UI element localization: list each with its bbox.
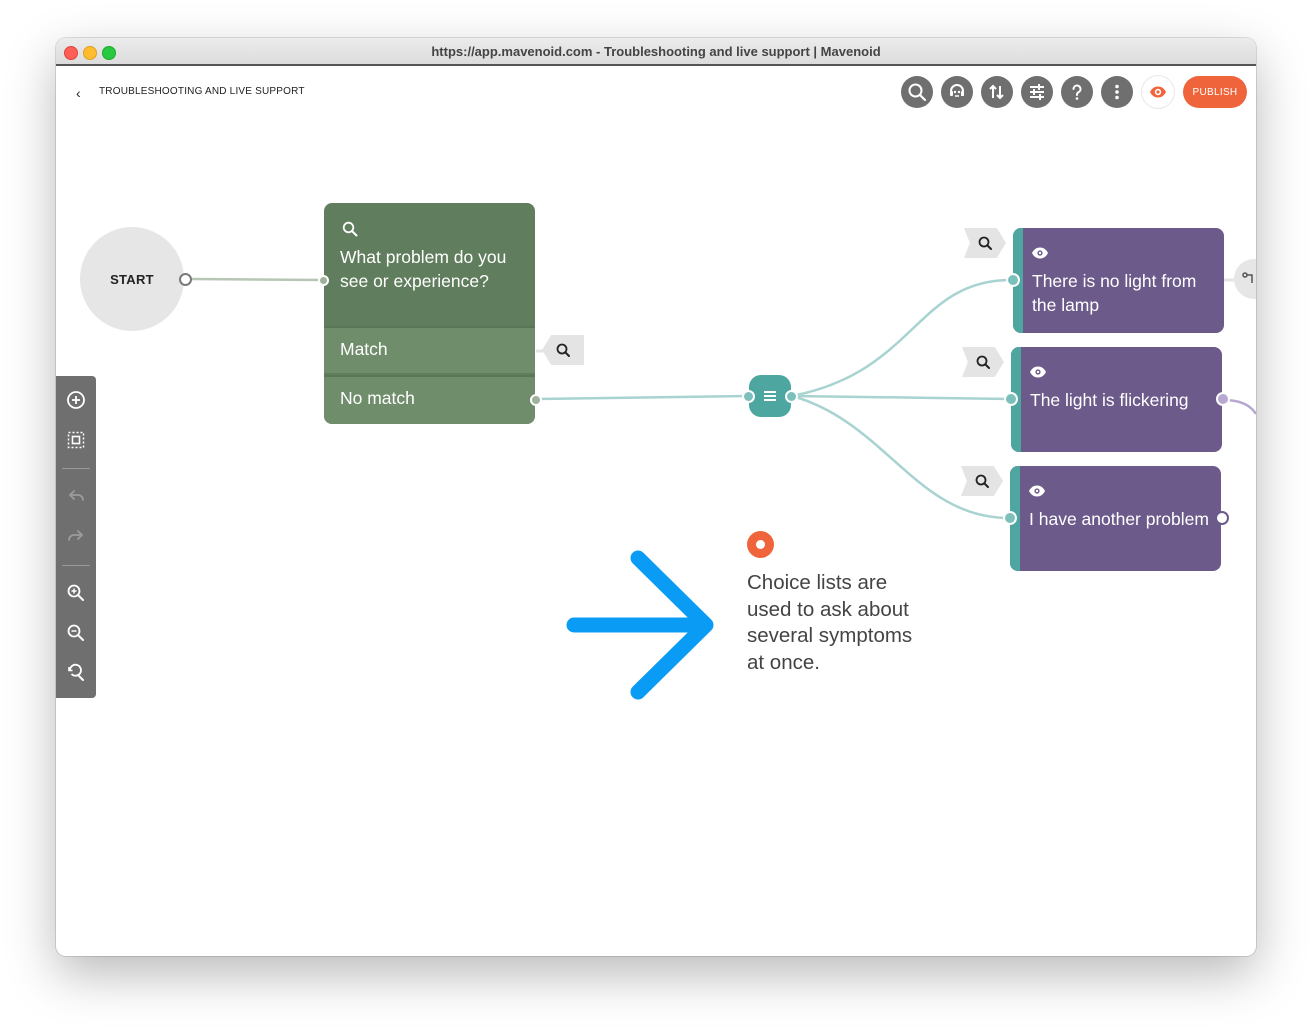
help-button[interactable]	[1061, 76, 1093, 108]
edge-hub-choice-3	[791, 394, 1010, 520]
zoom-out-button[interactable]	[64, 621, 88, 645]
minimize-window-button[interactable]	[83, 46, 97, 60]
search-button[interactable]	[901, 76, 933, 108]
flow-edges	[189, 277, 1256, 700]
choice-node-3[interactable]: I have another problem	[1010, 466, 1221, 571]
eye-icon	[1029, 485, 1045, 497]
redo-icon	[68, 530, 83, 541]
choice-node-2[interactable]: The light is flickering	[1011, 347, 1222, 452]
eye-icon	[1032, 247, 1048, 259]
app-header: ‹ TROUBLESHOOTING AND LIVE SUPPORT PUBLI…	[56, 66, 1256, 122]
start-output-port[interactable]	[179, 273, 192, 286]
question-row-match[interactable]: Match	[324, 326, 535, 373]
select-box-icon	[67, 431, 85, 449]
undo-icon	[69, 490, 84, 501]
row-label: No match	[340, 388, 415, 408]
plus-circle-icon	[67, 391, 85, 409]
search-icon	[908, 83, 927, 102]
select-button[interactable]	[64, 428, 88, 452]
start-node[interactable]: START	[80, 227, 184, 331]
branch-icon	[1242, 272, 1253, 283]
search-icon	[342, 221, 358, 237]
choice-tag-1[interactable]	[964, 228, 1006, 258]
question-text: What problem do you see or experience?	[340, 247, 507, 291]
choice-list-input-port[interactable]	[742, 390, 755, 403]
choice-label: I have another problem	[1029, 509, 1209, 529]
maximize-window-button[interactable]	[102, 46, 116, 60]
row-label: Match	[340, 339, 388, 359]
choice-3-output-port[interactable]	[1215, 511, 1229, 525]
no-match-output-port[interactable]	[530, 394, 542, 406]
bot-icon	[950, 84, 964, 97]
zoom-reset-icon	[68, 663, 84, 681]
page-title: TROUBLESHOOTING AND LIVE SUPPORT	[99, 86, 305, 97]
edge-hub-choice-2	[791, 394, 1012, 401]
choice-tag-2[interactable]	[962, 347, 1004, 377]
window-title: https://app.mavenoid.com - Troubleshooti…	[431, 44, 881, 59]
preview-button[interactable]	[1142, 76, 1174, 108]
more-vertical-icon	[1115, 84, 1119, 100]
choice-2-output-port[interactable]	[1216, 392, 1230, 406]
redo-button[interactable]	[64, 525, 88, 549]
browser-window: https://app.mavenoid.com - Troubleshooti…	[56, 38, 1256, 956]
choice-tag-3[interactable]	[961, 466, 1003, 496]
divider	[62, 468, 90, 469]
eye-icon	[1150, 86, 1166, 98]
sliders-icon	[1030, 84, 1044, 100]
sort-button[interactable]	[981, 76, 1013, 108]
eye-icon	[1030, 366, 1046, 378]
choice-node-1[interactable]: There is no light from the lamp	[1013, 228, 1224, 333]
close-window-button[interactable]	[64, 46, 78, 60]
search-icon	[975, 474, 989, 488]
list-icon	[764, 391, 776, 401]
edge-nomatch-hub	[535, 394, 749, 401]
question-icon	[1072, 84, 1082, 100]
search-icon	[976, 355, 990, 369]
question-row-no-match[interactable]: No match	[324, 375, 535, 424]
assistant-button[interactable]	[941, 76, 973, 108]
match-tag[interactable]	[542, 335, 584, 365]
edge-hub-choice-1	[791, 278, 1012, 398]
question-node[interactable]: What problem do you see or experience? M…	[324, 203, 535, 424]
choice-2-input-port[interactable]	[1004, 392, 1018, 406]
choice-1-input-port[interactable]	[1006, 273, 1020, 287]
choice-3-input-port[interactable]	[1003, 511, 1017, 525]
zoom-in-button[interactable]	[64, 581, 88, 605]
hint-arrow	[566, 550, 714, 700]
choice-label: The light is flickering	[1030, 390, 1189, 410]
zoom-in-icon	[67, 584, 84, 601]
add-node-button[interactable]	[64, 388, 88, 412]
search-icon	[556, 343, 570, 357]
edge-start-question	[189, 277, 324, 282]
hint-text: Choice lists are used to ask about sever…	[747, 571, 913, 674]
title-bar: https://app.mavenoid.com - Troubleshooti…	[56, 38, 1256, 66]
choice-list-output-port[interactable]	[785, 390, 798, 403]
search-icon	[978, 236, 992, 250]
chevron-left-icon[interactable]: ‹	[76, 85, 81, 101]
question-header: What problem do you see or experience?	[324, 203, 535, 326]
side-toolbar	[56, 376, 96, 698]
zoom-out-icon	[67, 624, 84, 641]
more-button[interactable]	[1101, 76, 1133, 108]
choice-label: There is no light from the lamp	[1032, 271, 1197, 315]
choice-list-node[interactable]	[749, 375, 791, 417]
undo-button[interactable]	[64, 485, 88, 509]
divider	[62, 565, 90, 566]
hint-marker[interactable]	[747, 531, 774, 558]
flow-canvas[interactable]: START What problem do you see or experie…	[56, 122, 1256, 956]
settings-button[interactable]	[1021, 76, 1053, 108]
next-node-partial[interactable]	[1234, 259, 1256, 299]
question-input-port[interactable]	[318, 275, 329, 286]
publish-button[interactable]: PUBLISH	[1183, 76, 1247, 108]
sort-arrows-icon	[989, 84, 1004, 100]
zoom-reset-button[interactable]	[64, 661, 88, 685]
